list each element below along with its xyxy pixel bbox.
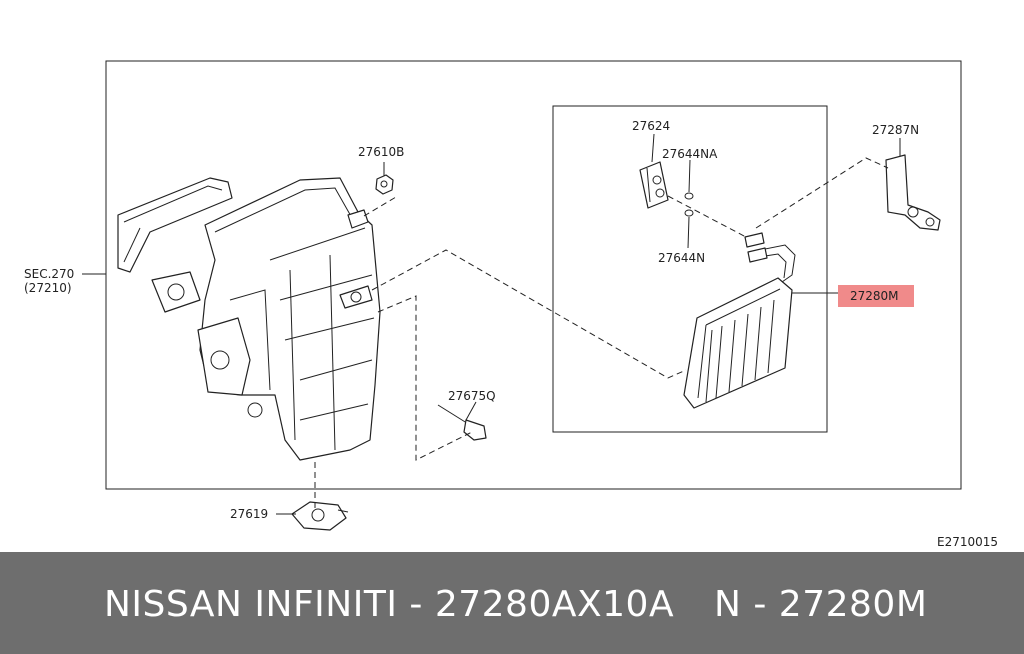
part-27624-expansion-valve xyxy=(639,161,669,209)
figure-code: E2710015 xyxy=(937,535,998,549)
label-27610b: 27610B xyxy=(358,145,404,159)
label-27287n: 27287N xyxy=(872,123,919,137)
label-27644n: 27644N xyxy=(658,251,705,265)
highlight-27280m xyxy=(838,285,914,307)
label-27280m: 27280M xyxy=(850,289,899,303)
parts-diagram: SEC.270 (27210) 27610B 27624 27644NA 276… xyxy=(24,60,998,549)
part-27644n-o-ring xyxy=(684,209,694,217)
label-27624: 27624 xyxy=(632,119,670,133)
label-sec-27210: (27210) xyxy=(24,281,72,295)
evaporator-frame xyxy=(552,105,828,433)
part-number-footer: NISSAN INFINITI - 27280AX10A N - 27280M xyxy=(0,552,1024,654)
part-27619-actuator xyxy=(291,501,349,531)
label-27619: 27619 xyxy=(230,507,268,521)
part-27280m-evaporator xyxy=(683,232,796,409)
part-27610b-nut xyxy=(375,174,394,195)
label-27644na: 27644NA xyxy=(662,147,718,161)
label-27675q: 27675Q xyxy=(448,389,496,403)
footer-reference-number: N - 27280M xyxy=(714,584,928,625)
label-sec-270: SEC.270 xyxy=(24,267,74,281)
part-27675q-sensor xyxy=(437,404,487,441)
part-27287n-bracket xyxy=(885,154,941,231)
part-27644na-o-ring xyxy=(684,192,694,200)
label-leaders xyxy=(82,133,901,515)
footer-brand-part-number: NISSAN INFINITI - 27280AX10A xyxy=(104,584,675,625)
outer-frame xyxy=(105,60,962,490)
dashed-leader-lines xyxy=(314,157,889,512)
heater-unit-assembly xyxy=(117,177,381,461)
